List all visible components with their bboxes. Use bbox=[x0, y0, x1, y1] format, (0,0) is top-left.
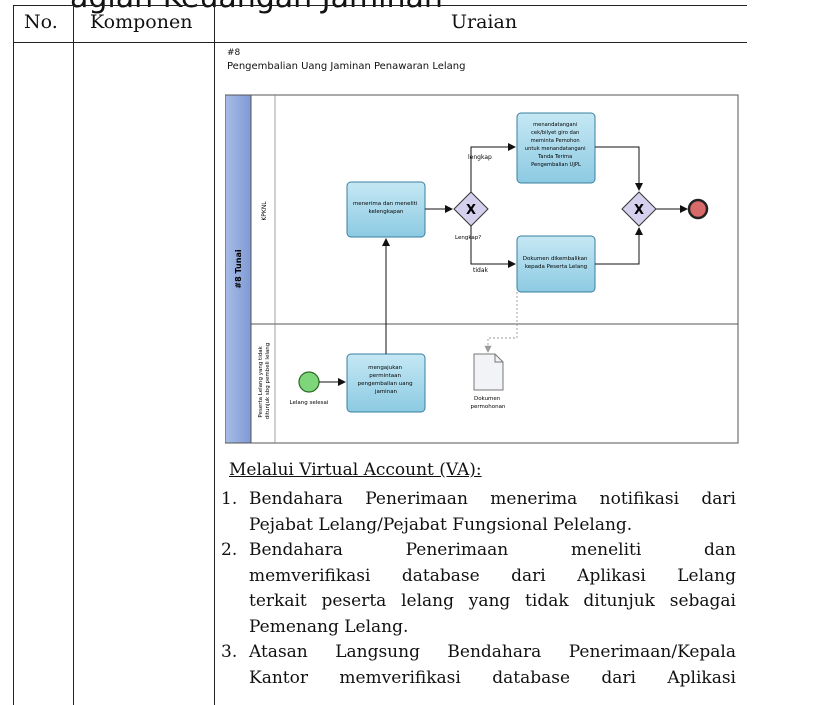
task-dikembalikan-label: Dokumen dikembalikan kepada Peserta Lela… bbox=[523, 256, 589, 270]
list-item-number: 1. bbox=[221, 489, 238, 509]
task-menandatangani-label: menandatangani cek/bilyet giro dan memin… bbox=[525, 122, 587, 168]
task-menandatangani bbox=[516, 112, 596, 184]
pool-label: #8 Tunai bbox=[234, 249, 243, 288]
procedure-list: 1. Bendahara Penerimaan menerima notifik… bbox=[221, 487, 736, 691]
list-item-line: memverifikasi database dari Aplikasi Lel… bbox=[249, 565, 736, 586]
flow-label-tidak: tidak bbox=[473, 267, 489, 274]
section-title-va: Melalui Virtual Account (VA): bbox=[229, 460, 482, 480]
svg-text:X: X bbox=[466, 203, 476, 218]
list-item-line: Pejabat Lelang/Pejabat Fungsional Pelela… bbox=[249, 514, 633, 535]
flow-dikembalikan-to-join bbox=[595, 227, 643, 265]
list-item-number: 2. bbox=[221, 540, 238, 560]
column-divider-no bbox=[73, 6, 74, 705]
start-event bbox=[298, 371, 320, 393]
association-document bbox=[484, 292, 518, 353]
header-uraian: Uraian bbox=[451, 11, 518, 33]
list-item-line: Bendahara Penerimaan menerima notifikasi… bbox=[249, 489, 736, 509]
svg-text:X: X bbox=[634, 203, 644, 218]
cut-off-heading: agian Keuangan Jaminan bbox=[70, 0, 443, 15]
flow-lengkap bbox=[470, 143, 516, 192]
lane-label-peserta-line1: Peserta Lelang yang tidak bbox=[258, 345, 264, 417]
end-event bbox=[687, 198, 709, 220]
bpmn-diagram-area: #8 Pengembalian Uang Jaminan Penawaran L… bbox=[225, 46, 740, 446]
lane-label-peserta-line2: ditunjuk sbg pembeli lelang bbox=[265, 343, 271, 419]
gateway-join: X bbox=[621, 191, 657, 227]
list-item-line: terkait peserta lelang yang tidak ditunj… bbox=[249, 591, 736, 611]
lane-label-peserta: Peserta Lelang yang tidak ditunjuk sbg p… bbox=[258, 343, 271, 419]
list-item-line: Kantor memverifikasi database dari Aplik… bbox=[249, 667, 736, 688]
start-event-label: Lelang selesai bbox=[290, 400, 329, 406]
list-item: 2. Bendahara Penerimaan meneliti dan mem… bbox=[221, 538, 736, 640]
list-item-number: 3. bbox=[221, 642, 238, 662]
bpmn-diagram: #8 Tunai KPKNL Peserta Lelang yang tidak… bbox=[225, 94, 739, 444]
document-data-object bbox=[473, 353, 504, 391]
header-komponen: Komponen bbox=[90, 11, 193, 33]
list-item-line: Atasan Langsung Bendahara Penerimaan/Kep… bbox=[249, 642, 736, 662]
diagram-number: #8 bbox=[227, 48, 241, 58]
list-item-line: Pemenang Lelang. bbox=[249, 616, 409, 637]
list-item-line: Bendahara Penerimaan meneliti dan bbox=[249, 540, 736, 560]
task-mengajukan-label: mengajukan permintaan pengembalian uang … bbox=[358, 365, 415, 395]
lane-label-kpknl: KPKNL bbox=[261, 201, 268, 221]
list-item: 1. Bendahara Penerimaan menerima notifik… bbox=[221, 487, 736, 538]
data-object-label: Dokumen permohonan bbox=[471, 396, 506, 410]
task-menerima-label: menerima dan meneliti kelengkapan bbox=[353, 201, 419, 215]
list-item: 3. Atasan Langsung Bendahara Penerimaan/… bbox=[221, 640, 736, 691]
flow-label-lengkap: lengkap bbox=[468, 154, 492, 161]
flow-tidak bbox=[470, 226, 516, 268]
flow-menandatangani-to-join bbox=[595, 146, 643, 191]
diagram-title: Pengembalian Uang Jaminan Penawaran Lela… bbox=[227, 61, 466, 72]
header-no: No. bbox=[24, 11, 58, 33]
document-table: No. Komponen Uraian bbox=[13, 5, 747, 705]
pool-band bbox=[225, 94, 252, 444]
gateway-label: Lengkap? bbox=[455, 235, 481, 241]
header-divider bbox=[14, 42, 747, 43]
column-divider-komponen bbox=[214, 6, 215, 705]
